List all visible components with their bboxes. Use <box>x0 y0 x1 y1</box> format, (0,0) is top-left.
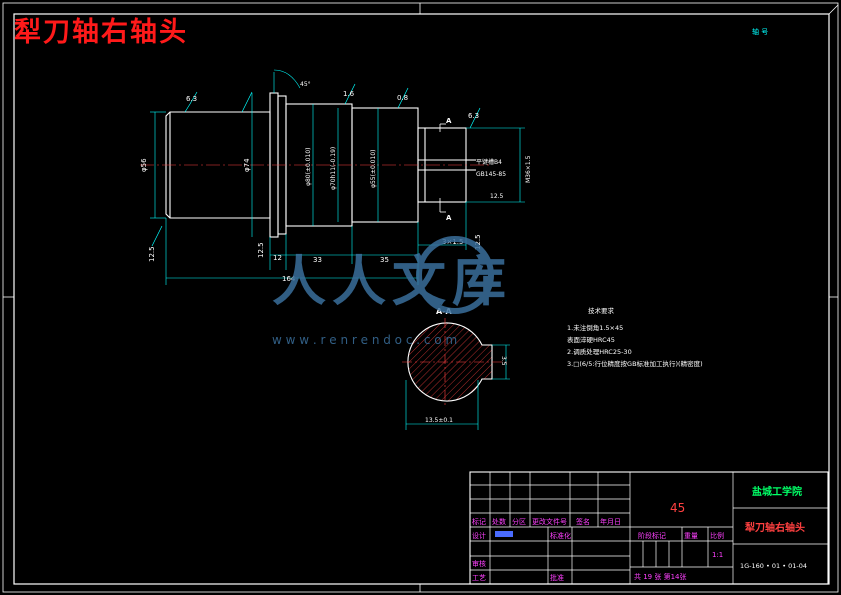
watermark: 人人文库 w w w . r e n r e n d o c . c o m <box>272 236 512 347</box>
part-name: 犁刀轴右轴头 <box>745 521 805 534</box>
header-cell: 分区 <box>512 517 526 526</box>
roughness-2: 1.6 <box>343 90 355 98</box>
roughness-1: 6.3 <box>186 95 197 103</box>
header-cell: 处数 <box>492 517 506 526</box>
review-label: 审核 <box>472 559 486 568</box>
dim-rough-side: 12.5 <box>474 234 482 250</box>
weight-label: 重量 <box>684 532 698 540</box>
section-width-dim: 13.5±0.1 <box>425 417 453 424</box>
standard-label: 标准化 <box>550 531 571 540</box>
stage-label: 阶段标记 <box>638 531 666 540</box>
sheet-count: 共 19 张 第14张 <box>634 572 687 581</box>
section-depth-dim: 3.5 <box>500 356 507 366</box>
inner-frame <box>13 13 830 585</box>
dim-len-total: 164 <box>282 275 296 283</box>
designer-stamp <box>495 531 513 537</box>
header-cell: 更改文件号 <box>532 517 567 526</box>
watermark-main: 人人文库 <box>272 250 512 313</box>
dim-len-33: 33 <box>313 256 322 264</box>
dim-rough-bottom: 12.5 <box>257 242 265 258</box>
corner-note: 轴 号 <box>752 27 768 36</box>
school-name: 盐城工学院 <box>752 485 802 498</box>
watermark-url: w w w . r e n r e n d o c . c o m <box>272 333 457 347</box>
section-mark-bottom: A <box>446 214 452 222</box>
drawing-code: 1G-160 • 01 • 01-04 <box>740 562 807 570</box>
tech-notes-title: 技术要求 <box>588 306 615 315</box>
page-title: 犁刀轴右轴头 <box>14 17 188 48</box>
dim-dia-body2: φ70h11(-0.19) <box>330 147 337 190</box>
dim-dia-left: φ56 <box>140 158 148 172</box>
angle-note: 45° <box>300 81 311 88</box>
section-view: A-A 13.5±0.1 3.5 <box>402 307 510 430</box>
material: 45 <box>670 501 685 515</box>
title-block <box>469 471 829 585</box>
dim-len-35: 35 <box>380 256 389 264</box>
tech-note-line: 2.调质处理HRC25-30 <box>567 347 632 356</box>
keyway-note-1: 平键槽B4 <box>476 158 502 166</box>
tech-note-line: 3.□(6/5:行位精度按GB标准加工执行)(精密度) <box>567 359 703 368</box>
roughness-symbols <box>151 83 481 247</box>
design-label: 设计 <box>472 531 486 540</box>
tech-note-line: 1.未注倒角1.5×45 <box>567 323 623 332</box>
roughness-5: 12.5 <box>148 246 156 262</box>
dim-dia-body1: φ80(±0.010) <box>305 148 312 186</box>
dim-len-12: 12 <box>273 254 282 262</box>
roughness-4: 6.3 <box>468 112 479 120</box>
process-label: 工艺 <box>472 574 486 582</box>
tech-note-line: 表面淬硬HRC45 <box>567 335 615 344</box>
header-cell: 签名 <box>576 517 590 526</box>
dimension-lines <box>150 69 525 285</box>
tech-notes: 技术要求 1.未注倒角1.5×45 表面淬硬HRC45 2.调质处理HRC25-… <box>567 306 703 368</box>
dim-dia-flange: φ74 <box>243 158 251 172</box>
header-cell: 标记 <box>472 517 486 526</box>
dim-dia-end: M36×1.5 <box>525 155 532 183</box>
scale-value: 1:1 <box>712 551 723 559</box>
dim-dia-body3: φ55(±0.010) <box>370 150 377 188</box>
scale-label: 比例 <box>710 531 724 540</box>
section-mark-top: A <box>446 117 452 125</box>
keyway-rough: 12.5 <box>490 193 504 200</box>
keyway-note-2: GB145-85 <box>476 171 506 178</box>
header-cell: 年月日 <box>600 517 621 526</box>
approve-label: 批准 <box>550 573 564 582</box>
roughness-3: 0.8 <box>397 94 408 102</box>
